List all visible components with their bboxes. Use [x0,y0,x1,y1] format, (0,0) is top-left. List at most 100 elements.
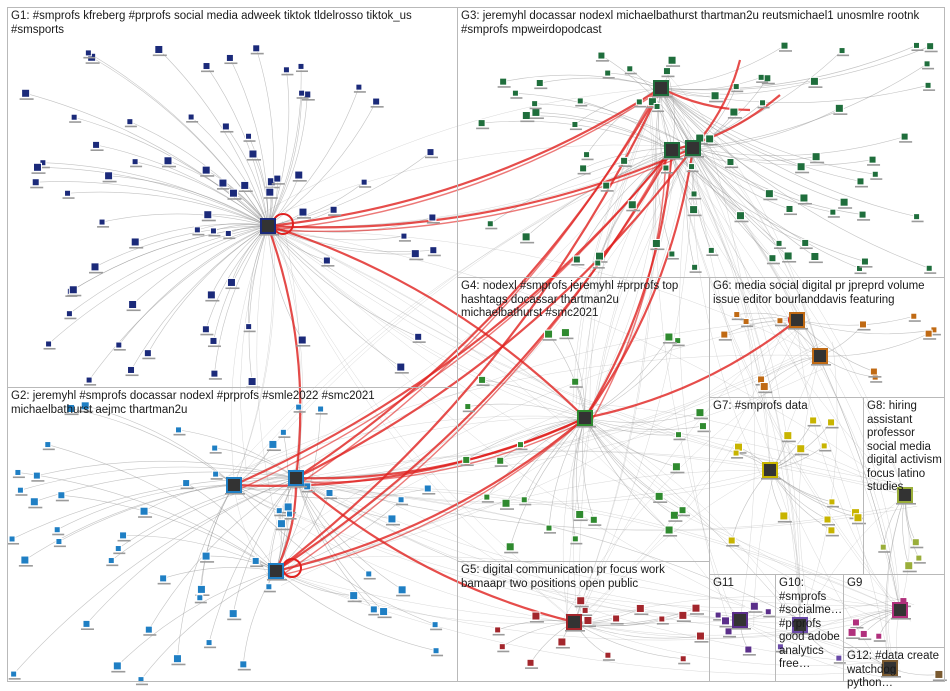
edge [214,225,269,374]
node-caption-mark [689,613,704,615]
edge [579,149,673,620]
node [742,318,750,326]
node-caption-mark [731,457,744,459]
node-caption-mark [385,523,400,526]
edge [69,225,269,314]
node [225,53,234,62]
edge [692,147,808,352]
node-caption-mark [652,96,672,98]
node [131,158,139,166]
edge [248,225,269,327]
node-caption-mark [788,328,808,330]
edge [135,161,269,227]
node [635,98,643,106]
edge [263,226,801,626]
node-caption-mark [129,246,144,249]
node-caption-mark [731,318,744,321]
edge [685,161,771,471]
node-caption-mark [534,87,548,90]
node-caption-mark [810,161,825,164]
node-caption-mark [15,494,28,496]
node [221,122,230,131]
node [429,246,438,255]
node [571,377,580,386]
edge [233,217,275,486]
node-caption-mark [80,628,94,630]
node-caption-mark [266,449,281,452]
node [925,264,933,272]
node-caption-mark [124,125,137,128]
node-caption-mark [31,172,46,174]
edge [208,477,297,643]
node-caption-mark [571,263,585,266]
node [297,62,305,70]
node [203,210,213,220]
node-caption-mark [142,357,156,360]
edge [562,417,586,622]
node [218,178,228,188]
edge [275,499,402,572]
node [688,163,696,171]
node [64,189,72,197]
node [130,237,140,247]
node [16,486,24,494]
edge [24,484,235,561]
node-caption-mark [259,234,279,236]
edge [275,318,812,572]
node-caption-mark [826,505,839,508]
node-caption-mark [28,506,43,509]
edge [267,225,416,255]
node-caption-mark [656,622,669,625]
node-caption-mark [838,207,853,209]
node-caption-mark [265,186,280,189]
edge [275,149,673,572]
node-caption-mark [570,542,583,545]
node [175,426,183,434]
edge [267,181,365,227]
node [796,162,806,172]
edge [885,494,906,677]
node-caption-mark [186,121,199,123]
node [298,207,308,217]
node [729,107,739,117]
node-caption-mark [757,106,770,109]
node [915,554,923,562]
edge [263,319,798,559]
node [114,545,122,553]
edge [301,93,656,483]
node-caption-mark [881,676,901,678]
edge [573,313,806,623]
group-label-g9: G9 [847,577,863,589]
node-caption-mark [825,534,839,537]
edge [808,609,901,634]
node-caption-mark [200,175,215,177]
edge [671,149,816,365]
node [228,609,238,619]
edge [233,136,662,486]
edge [295,477,741,629]
node [127,365,136,374]
edge [35,181,269,227]
node [196,594,204,602]
edge [509,417,586,547]
node-caption-mark [588,524,602,526]
node-caption-mark [69,121,82,123]
node-caption-mark [210,478,223,480]
node [372,97,381,106]
node-caption-mark [851,522,866,525]
node [869,367,878,376]
node [710,91,720,101]
node [294,170,304,180]
node-caption-mark [662,342,677,344]
node [923,60,931,68]
node-caption-mark [42,448,55,451]
node-caption-mark [859,266,873,268]
node [757,73,765,81]
node-caption-mark [64,413,79,416]
node-caption-mark [194,601,207,604]
hub-node [789,312,805,328]
edge [548,417,586,529]
node [268,439,278,449]
node-caption-mark [634,105,647,108]
hub-node [664,142,680,158]
